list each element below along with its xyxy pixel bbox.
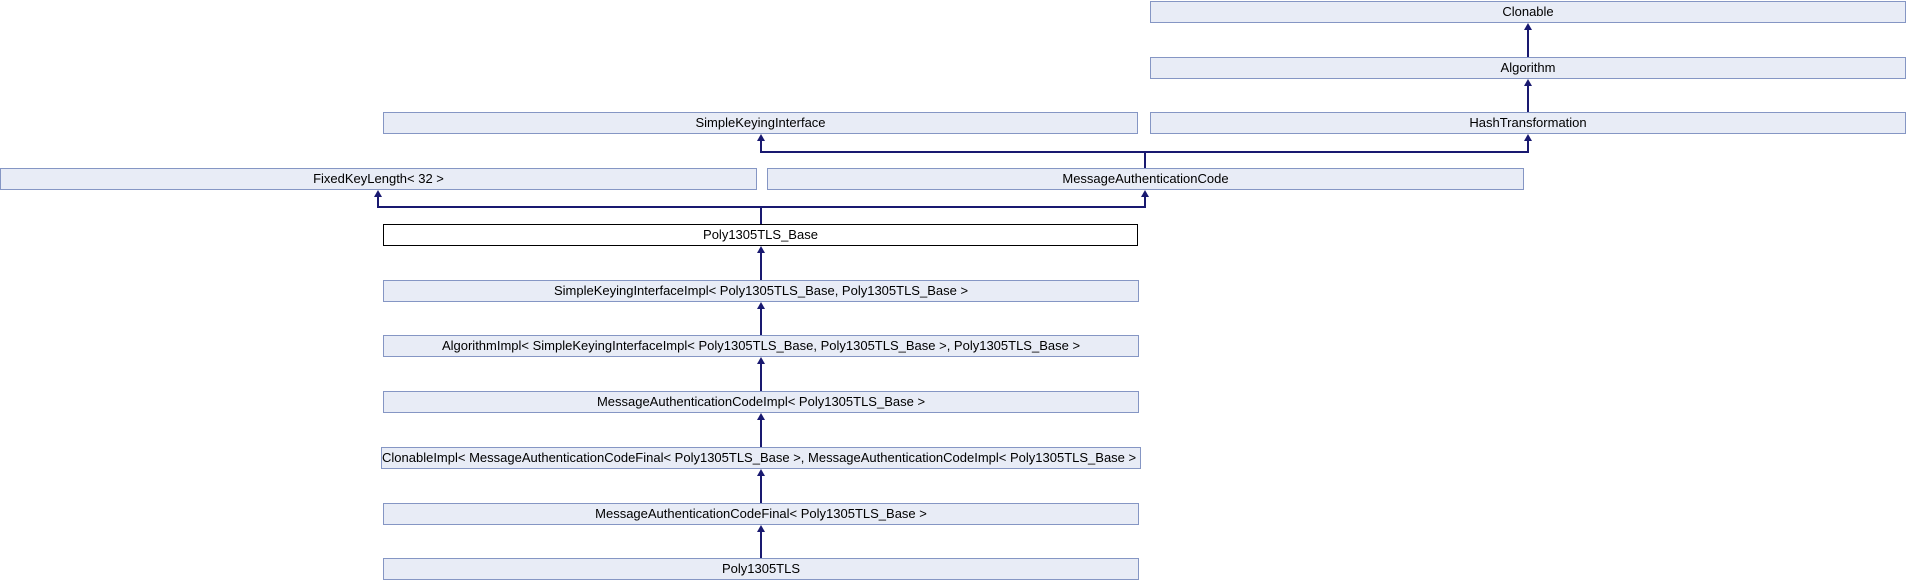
class-node-algorithm[interactable]: Algorithm	[1150, 57, 1906, 79]
class-node-hash-transformation[interactable]: HashTransformation	[1150, 112, 1906, 134]
edge-mac-ski-riser	[760, 140, 762, 153]
class-node-message-authentication-code-impl[interactable]: MessageAuthenticationCodeImpl< Poly1305T…	[383, 391, 1139, 413]
edge-algorithm-clonable-line	[1527, 29, 1529, 57]
edge-skiimpl-base-arrowhead-icon	[757, 246, 765, 253]
class-node-fixed-key-length-32[interactable]: FixedKeyLength< 32 >	[0, 168, 757, 190]
edge-algorithm-clonable-arrowhead-icon	[1524, 23, 1532, 30]
edge-hashtransformation-algorithm-arrowhead-icon	[1524, 79, 1532, 86]
edge-base-mac-arrowhead-icon	[1141, 190, 1149, 197]
class-node-message-authentication-code-final[interactable]: MessageAuthenticationCodeFinal< Poly1305…	[383, 503, 1139, 525]
edge-clonableimpl-macimpl-arrowhead-icon	[757, 413, 765, 420]
class-node-algorithm-impl[interactable]: AlgorithmImpl< SimpleKeyingInterfaceImpl…	[383, 335, 1139, 357]
class-node-simple-keying-interface[interactable]: SimpleKeyingInterface	[383, 112, 1138, 134]
class-node-clonable[interactable]: Clonable	[1150, 1, 1906, 23]
edge-base-fixedkeylength-riser	[377, 196, 379, 208]
edge-mac-stem	[1144, 151, 1146, 168]
edge-macimpl-algimpl-arrowhead-icon	[757, 357, 765, 364]
edge-mac-hashtransformation-arrowhead-icon	[1524, 134, 1532, 141]
edge-macfinal-clonableimpl-line	[760, 475, 762, 503]
class-node-poly1305tls[interactable]: Poly1305TLS	[383, 558, 1139, 580]
class-node-simple-keying-interface-impl[interactable]: SimpleKeyingInterfaceImpl< Poly1305TLS_B…	[383, 280, 1139, 302]
edge-base-fixedkeylength-arrowhead-icon	[374, 190, 382, 197]
class-node-poly1305tls-base-current: Poly1305TLS_Base	[383, 224, 1138, 246]
edge-mac-ski-arrowhead-icon	[757, 134, 765, 141]
edge-algimpl-skiimpl-arrowhead-icon	[757, 302, 765, 309]
edge-poly1305tls-macfinal-arrowhead-icon	[757, 525, 765, 532]
edge-skiimpl-base-line	[760, 252, 762, 280]
edge-hashtransformation-algorithm-line	[1527, 85, 1529, 112]
class-node-message-authentication-code[interactable]: MessageAuthenticationCode	[767, 168, 1524, 190]
edge-algimpl-skiimpl-line	[760, 308, 762, 335]
edge-base-mac-riser	[1144, 196, 1146, 208]
edge-clonableimpl-macimpl-line	[760, 419, 762, 447]
edge-mac-hashtransformation-riser	[1527, 140, 1529, 153]
class-node-clonable-impl[interactable]: ClonableImpl< MessageAuthenticationCodeF…	[381, 447, 1141, 469]
edge-base-stem	[760, 206, 762, 224]
edge-poly1305tls-macfinal-line	[760, 531, 762, 558]
edge-macfinal-clonableimpl-arrowhead-icon	[757, 469, 765, 476]
edge-macimpl-algimpl-line	[760, 363, 762, 391]
